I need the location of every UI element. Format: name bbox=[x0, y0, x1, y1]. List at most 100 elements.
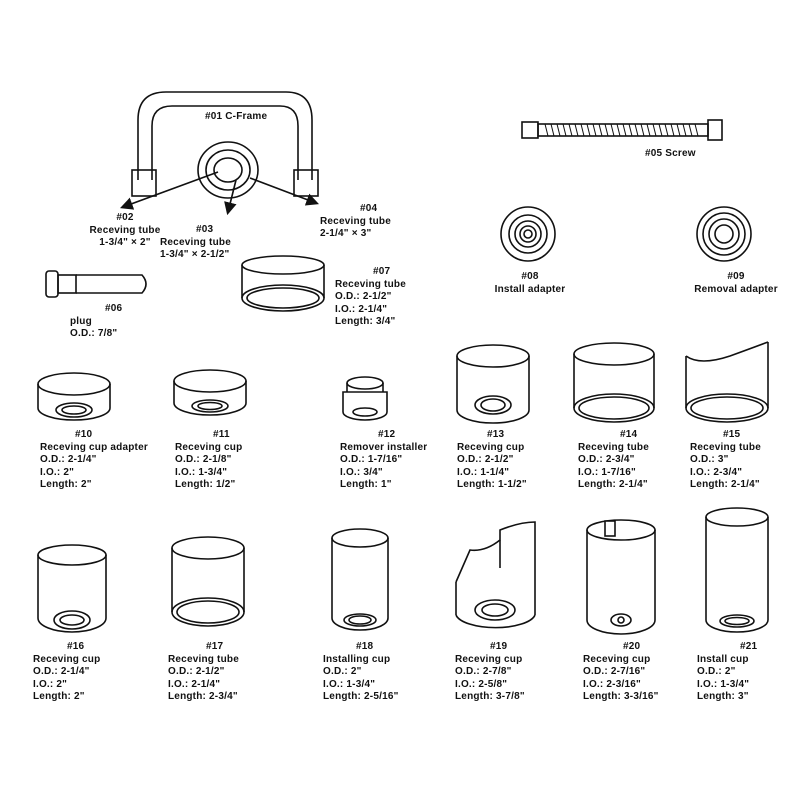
part-name: Receving cup bbox=[175, 441, 243, 453]
part-name: Receving tube bbox=[168, 653, 239, 665]
part-number: #11 bbox=[213, 429, 230, 440]
cup-11-drawing bbox=[173, 369, 247, 416]
cup-19-drawing bbox=[455, 521, 536, 629]
part-name: Receving tube bbox=[690, 441, 761, 453]
c-frame-drawing bbox=[119, 91, 319, 216]
cup-21-drawing bbox=[705, 507, 769, 633]
part-number: #12 bbox=[378, 429, 396, 440]
plug-drawing bbox=[45, 270, 147, 298]
part-od: O.D.: 2-7/8" bbox=[455, 666, 512, 677]
part-name: Receving cup bbox=[583, 653, 651, 665]
removal-adapter-drawing bbox=[696, 206, 752, 262]
part-od: O.D.: 2-7/16" bbox=[583, 666, 646, 677]
part-name: Remover installer bbox=[340, 441, 428, 453]
cup-10-drawing bbox=[37, 372, 111, 421]
part-name: Receving cup bbox=[33, 653, 101, 665]
part-name: Receving tube bbox=[335, 278, 406, 290]
part-od: O.D.: 2-1/8" bbox=[175, 454, 232, 465]
remover-installer-drawing bbox=[342, 376, 388, 421]
ring-tube-drawing bbox=[241, 255, 325, 312]
part-number: #14 bbox=[620, 429, 638, 440]
part-length: Length: 2" bbox=[33, 691, 85, 702]
part-name: Install adapter bbox=[494, 283, 566, 295]
label-c-frame: #01 C-Frame bbox=[205, 111, 268, 122]
part-od: O.D.: 1-7/16" bbox=[340, 454, 403, 465]
part-id: I.O.: 2-1/4" bbox=[335, 303, 388, 315]
part-od: O.D.: 2-1/2" bbox=[335, 291, 392, 302]
part-number: #15 bbox=[723, 429, 741, 440]
part-length: Length: 1" bbox=[340, 479, 392, 490]
part-number: #10 bbox=[75, 429, 93, 440]
part-number: #02 bbox=[116, 212, 134, 223]
part-number: #06 bbox=[105, 303, 123, 314]
part-id: I.O.: 2-3/16" bbox=[583, 678, 641, 690]
part-id: I.O.: 3/4" bbox=[340, 466, 383, 478]
part-size: 2-1/4" × 3" bbox=[320, 228, 372, 239]
part-number: #21 bbox=[740, 641, 758, 652]
part-length: Length: 3-7/8" bbox=[455, 691, 525, 702]
part-length: Length: 3" bbox=[697, 691, 749, 702]
part-length: Length: 1-1/2" bbox=[457, 479, 527, 490]
part-number: #17 bbox=[206, 641, 224, 652]
part-id: I.O.: 1-7/16" bbox=[578, 466, 636, 478]
part-number: #03 bbox=[196, 224, 214, 235]
part-length: Length: 2-3/4" bbox=[168, 691, 238, 702]
part-od: O.D.: 2" bbox=[323, 666, 362, 677]
part-od: O.D.: 2-1/4" bbox=[33, 666, 90, 677]
part-size: 1-3/4" × 2" bbox=[99, 237, 151, 248]
part-name: Receving tube bbox=[578, 441, 649, 453]
install-adapter-drawing bbox=[500, 206, 556, 262]
part-size: 1-3/4" × 2-1/2" bbox=[160, 249, 230, 260]
part-name: Receving tube bbox=[320, 215, 391, 227]
part-name: Receving tube bbox=[160, 236, 231, 248]
part-number: #13 bbox=[487, 429, 505, 440]
part-name: Removal adapter bbox=[694, 283, 778, 295]
part-size: O.D.: 7/8" bbox=[70, 328, 118, 339]
part-name: Installing cup bbox=[323, 653, 391, 665]
part-number: #19 bbox=[490, 641, 508, 652]
part-id: I.O.: 2-3/4" bbox=[690, 466, 743, 478]
part-od: O.D.: 2-3/4" bbox=[578, 454, 635, 465]
part-id: I.O.: 1-3/4" bbox=[697, 678, 750, 690]
part-od: O.D.: 2-1/2" bbox=[168, 666, 225, 677]
part-name: plug bbox=[70, 315, 92, 327]
part-length: Length: 2" bbox=[40, 479, 92, 490]
part-number: #09 bbox=[727, 271, 745, 282]
part-id: I.O.: 1-3/4" bbox=[323, 678, 376, 690]
screw-drawing bbox=[521, 119, 723, 141]
part-length: Length: 2-5/16" bbox=[323, 691, 399, 702]
part-name: Receving cup bbox=[455, 653, 523, 665]
part-number: #04 bbox=[360, 203, 378, 214]
part-id: I.O.: 2-1/4" bbox=[168, 678, 221, 690]
part-number: #07 bbox=[373, 266, 391, 277]
part-id: I.O.: 2" bbox=[40, 466, 75, 478]
part-length: Length: 2-1/4" bbox=[578, 479, 648, 490]
part-name: Receving cup adapter bbox=[40, 441, 148, 453]
tube-14-drawing bbox=[573, 342, 655, 423]
part-od: O.D.: 3" bbox=[690, 454, 729, 465]
part-number: #20 bbox=[623, 641, 641, 652]
part-length: Length: 2-1/4" bbox=[690, 479, 760, 490]
tube-17-drawing bbox=[171, 536, 245, 627]
part-name: Install cup bbox=[697, 653, 749, 665]
part-name: Receving tube bbox=[89, 224, 161, 236]
tube-15-drawing bbox=[685, 341, 769, 423]
part-od: O.D.: 2" bbox=[697, 666, 736, 677]
cup-13-drawing bbox=[456, 344, 530, 424]
part-length: Length: 3-3/16" bbox=[583, 691, 659, 702]
